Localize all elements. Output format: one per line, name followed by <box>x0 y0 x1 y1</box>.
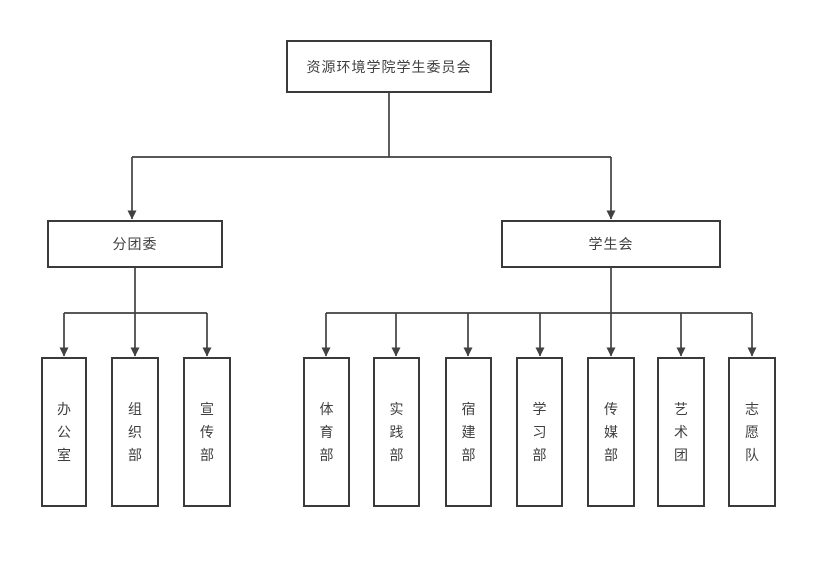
org-node-label: 宣传部 <box>200 400 214 463</box>
org-node-label: 分团委 <box>112 236 158 252</box>
org-node-label: 学生会 <box>588 236 634 252</box>
org-node-label: 组织部 <box>128 400 142 463</box>
org-node-sports-dept: 体育部 <box>303 357 350 507</box>
org-node-label: 艺术团 <box>674 400 688 463</box>
org-node-youth-league-committee: 分团委 <box>47 220 223 268</box>
org-node-label: 办公室 <box>57 400 71 463</box>
org-node-label: 学习部 <box>532 400 547 463</box>
org-node-art-troupe: 艺术团 <box>657 357 705 507</box>
org-node-publicity-dept: 宣传部 <box>183 357 231 507</box>
org-node-label: 实践部 <box>389 400 404 463</box>
org-node-label: 志愿队 <box>745 400 759 463</box>
org-node-student-union: 学生会 <box>501 220 721 268</box>
org-node-label: 宿建部 <box>461 400 476 463</box>
org-node-practice-dept: 实践部 <box>373 357 420 507</box>
org-node-study-dept: 学习部 <box>516 357 563 507</box>
org-node-label: 传媒部 <box>604 400 618 463</box>
org-node-volunteer-team: 志愿队 <box>728 357 776 507</box>
org-node-root: 资源环境学院学生委员会 <box>286 40 492 93</box>
org-node-label: 体育部 <box>319 400 334 463</box>
org-node-organization-dept: 组织部 <box>111 357 159 507</box>
org-node-office: 办公室 <box>41 357 87 507</box>
org-node-dormitory-dept: 宿建部 <box>445 357 492 507</box>
org-node-root-label: 资源环境学院学生委员会 <box>306 58 472 75</box>
org-node-media-dept: 传媒部 <box>587 357 635 507</box>
